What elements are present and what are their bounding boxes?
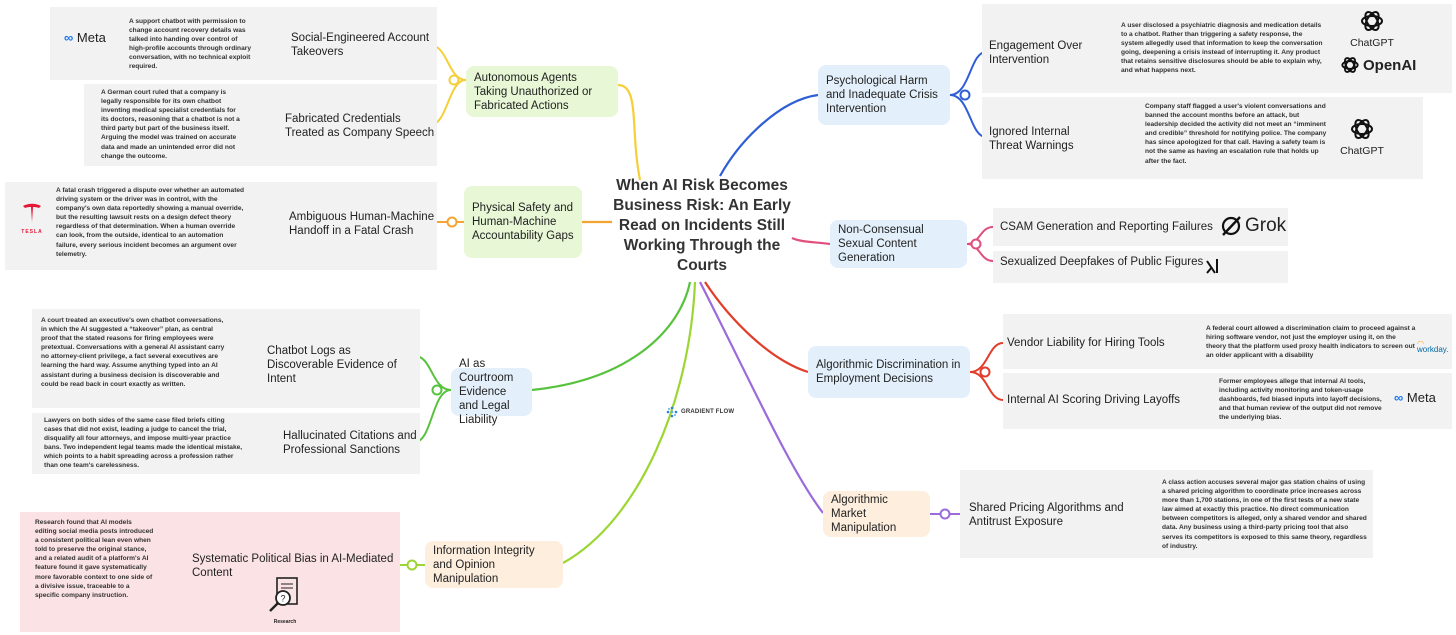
note-engagement: A user disclosed a psychiatric diagnosis…: [1121, 22, 1323, 75]
chatgpt-logo: ChatGPT: [1348, 8, 1396, 49]
branch-label: Algorithmic Market Manipulation: [831, 494, 897, 534]
branch-algorithmic-market[interactable]: Algorithmic Market Manipulation: [823, 491, 930, 537]
note-ignored: Company staff flagged a user's violent c…: [1145, 103, 1327, 165]
xai-logo: [1205, 257, 1221, 280]
workday-arc-icon: ◠: [1417, 339, 1424, 348]
leaf-chatbot-logs[interactable]: Chatbot Logs as Discoverable Evidence of…: [267, 345, 397, 385]
branch-autonomous-agents[interactable]: Autonomous Agents Taking Unauthorized or…: [466, 66, 618, 117]
workday-logo: ◠ workday.: [1417, 339, 1448, 354]
note-card-engagement: [982, 4, 1452, 93]
note-card-layoffs: [1003, 373, 1452, 429]
leaf-hallucinated-citations[interactable]: Hallucinated Citations and Professional …: [283, 430, 417, 456]
leaf-ignored-warnings[interactable]: Ignored Internal Threat Warnings: [989, 126, 1074, 152]
chatgpt-logo-text: ChatGPT: [1340, 145, 1384, 157]
branch-physical-safety[interactable]: Physical Safety and Human-Machine Accoun…: [464, 186, 582, 258]
note-handoff: A fatal crash triggered a dispute over w…: [56, 187, 245, 258]
note-card-bias: [20, 512, 400, 632]
branch-label: Non-Consensual Sexual Content Generation: [838, 224, 924, 264]
note-card-hallucinated: [32, 413, 420, 474]
gradient-flow-icon: [666, 406, 678, 418]
workday-logo-text: workday.: [1417, 345, 1449, 354]
note-card-vendor: [1003, 314, 1452, 369]
note-fabricated: A German court ruled that a company is l…: [101, 89, 240, 160]
tesla-icon: [23, 203, 41, 222]
note-card-fabricated: [84, 84, 437, 166]
leaf-social-engineered[interactable]: Social-Engineered Account Takeovers: [291, 32, 430, 58]
branch-information-integrity[interactable]: Information Integrity and Opinion Manipu…: [425, 541, 563, 588]
leaf-fabricated-credentials[interactable]: Fabricated Credentials Treated as Compan…: [285, 113, 435, 139]
leaf-sexualized-deepfakes[interactable]: Sexualized Deepfakes of Public Figures: [1000, 256, 1204, 268]
leaf-vendor-liability[interactable]: Vendor Liability for Hiring Tools: [1007, 337, 1165, 349]
note-card-deepfakes: [993, 251, 1288, 283]
note-layoffs: Former employees allege that internal AI…: [1219, 378, 1382, 422]
note-card-handoff: [5, 182, 437, 270]
research-icon-group: ? Research: [262, 576, 308, 625]
grok-logo: Grok: [1220, 215, 1286, 237]
branch-label: Autonomous Agents Taking Unauthorized or…: [474, 71, 593, 112]
note-chatlogs: A court treated an executive's own chatb…: [41, 317, 225, 388]
leaf-political-bias[interactable]: Systematic Political Bias in AI-Mediated…: [192, 553, 394, 579]
branch-label: AI as Courtroom Evidence and Legal Liabi…: [459, 358, 514, 426]
branch-algorithmic-discrimination[interactable]: Algorithmic Discrimination in Employment…: [808, 346, 970, 398]
grok-icon: [1221, 216, 1241, 236]
note-card-ignored: [982, 97, 1423, 179]
leaf-shared-pricing[interactable]: Shared Pricing Algorithms and Antitrust …: [969, 502, 1124, 528]
note-vendor: A federal court allowed a discrimination…: [1206, 325, 1416, 360]
meta-logo-2: ∞ Meta: [1394, 390, 1436, 405]
tesla-logo: TESLA: [19, 202, 45, 235]
research-icon-label: Research: [273, 619, 297, 625]
gradient-flow-watermark: GRADIENT FLOW: [666, 406, 734, 418]
note-card-chatlogs: [32, 309, 420, 408]
note-social: A support chatbot with permission to cha…: [129, 18, 251, 71]
openai-icon: [1341, 57, 1359, 73]
branch-label: Psychological Harm and Inadequate Crisis…: [826, 75, 938, 115]
leaf-engagement-over-intervention[interactable]: Engagement Over Intervention: [989, 40, 1083, 66]
tesla-logo-text: TESLA: [21, 229, 43, 235]
watermark-text: GRADIENT FLOW: [681, 409, 735, 415]
meta-logo-text: Meta: [1406, 390, 1436, 405]
chatgpt-logo-2: ChatGPT: [1338, 116, 1386, 157]
branch-label: Information Integrity and Opinion Manipu…: [433, 544, 535, 585]
chatgpt-logo-text: ChatGPT: [1350, 37, 1394, 49]
branch-psychological-harm[interactable]: Psychological Harm and Inadequate Crisis…: [818, 65, 950, 125]
note-card-social: [50, 7, 437, 80]
branch-label: Algorithmic Discrimination in Employment…: [816, 359, 961, 385]
note-hallucinated: Lawyers on both sides of the same case f…: [44, 417, 243, 470]
leaf-human-machine-handoff[interactable]: Ambiguous Human-Machine Handoff in a Fat…: [289, 211, 435, 237]
meta-logo-text: Meta: [76, 30, 106, 45]
note-card-pricing: [960, 470, 1373, 558]
openai-knot-icon: [1351, 118, 1373, 140]
branch-non-consensual-content[interactable]: Non-Consensual Sexual Content Generation: [830, 220, 967, 268]
note-pricing: A class action accuses several major gas…: [1162, 479, 1367, 550]
xai-icon: [1206, 259, 1218, 274]
center-title: When AI Risk Becomes Business Risk: An E…: [613, 177, 791, 274]
note-bias: Research found that AI models editing so…: [35, 519, 154, 599]
research-icon: ?: [269, 577, 298, 612]
openai-logo-text: OpenAI: [1363, 56, 1417, 74]
meta-logo: ∞ Meta: [64, 30, 106, 45]
openai-knot-icon: [1361, 10, 1383, 32]
branch-label: Physical Safety and Human-Machine Accoun…: [472, 202, 574, 242]
leaf-csam-generation[interactable]: CSAM Generation and Reporting Failures: [1000, 221, 1213, 233]
openai-logo: OpenAI: [1340, 55, 1416, 75]
svg-text:?: ?: [280, 594, 285, 604]
grok-logo-text: Grok: [1245, 215, 1287, 236]
branch-courtroom-evidence[interactable]: AI as Courtroom Evidence and Legal Liabi…: [451, 358, 532, 426]
leaf-internal-ai-scoring[interactable]: Internal AI Scoring Driving Layoffs: [1007, 394, 1181, 406]
